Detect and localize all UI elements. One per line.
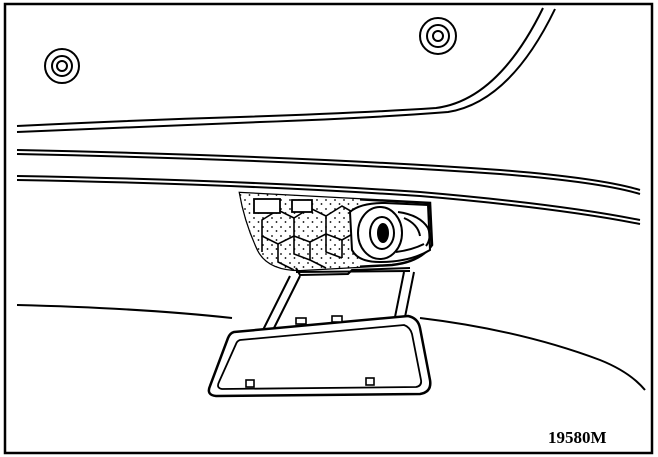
lower-panel-contour xyxy=(16,304,646,391)
figure-reference-code: 19580M xyxy=(548,428,607,447)
left-fastener-icon xyxy=(44,48,80,84)
recess-lip xyxy=(295,267,411,277)
body-panel-lines xyxy=(16,149,641,225)
cover-hinge-arms xyxy=(261,271,415,333)
right-fastener-icon xyxy=(419,17,457,55)
upper-trim-panel xyxy=(16,7,556,133)
access-cover-flap xyxy=(207,314,432,398)
adjuster-mechanism-icon xyxy=(348,201,432,264)
